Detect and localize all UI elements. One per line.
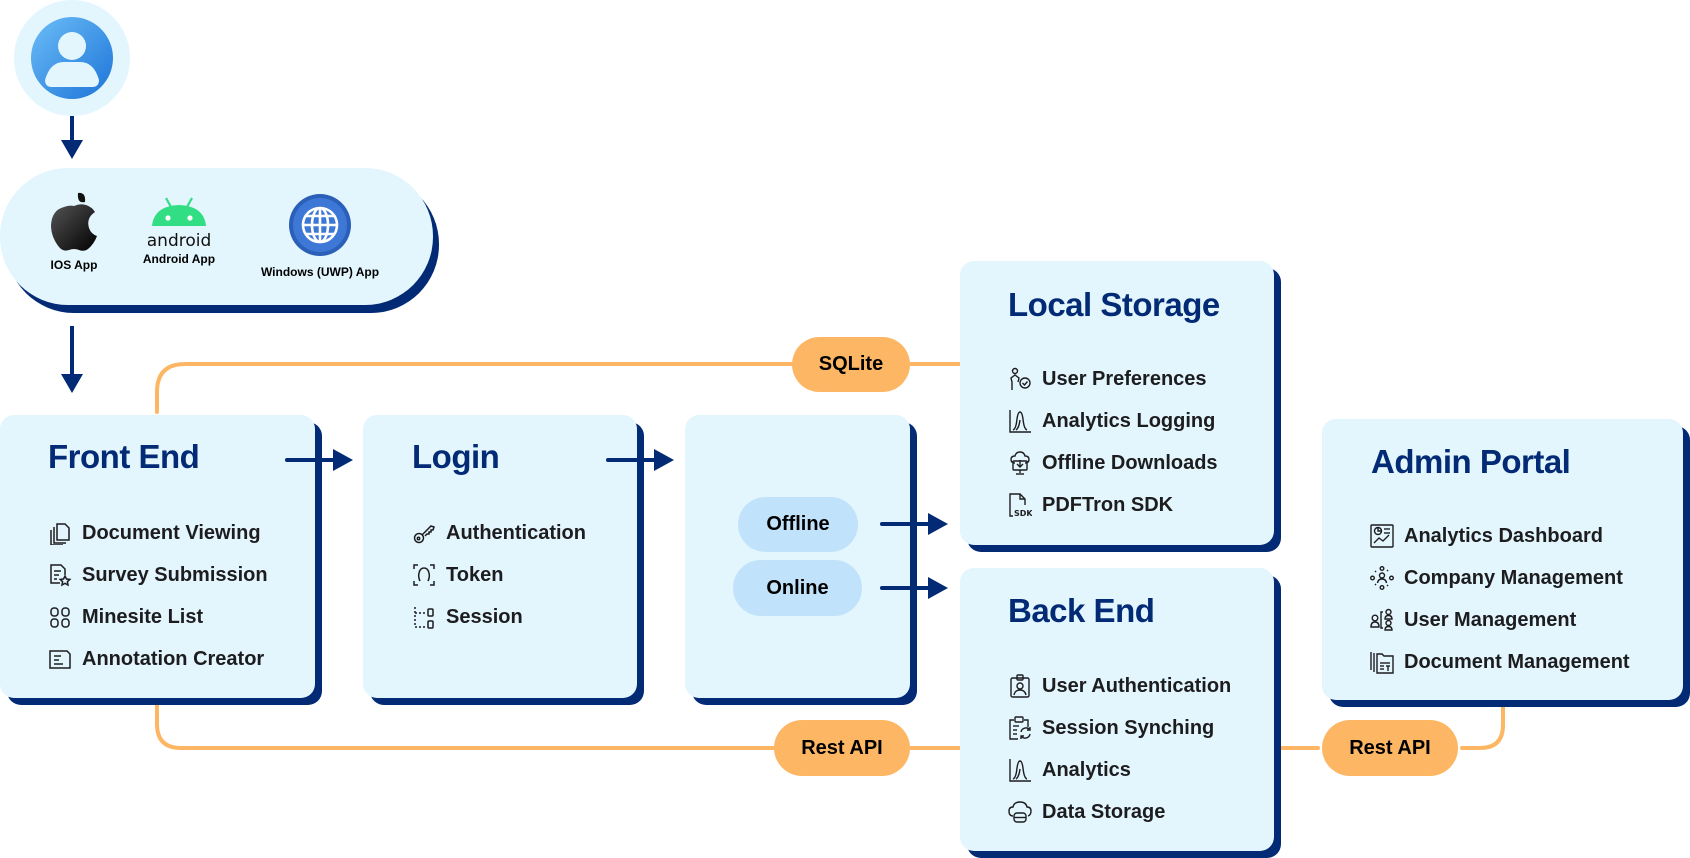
item-label: Document Management — [1404, 650, 1630, 673]
documents-icon — [50, 523, 70, 545]
survey-star-icon — [50, 564, 72, 587]
cloud-download-icon — [1010, 451, 1030, 475]
annotation-icon — [49, 650, 71, 669]
app-label: IOS App — [50, 258, 98, 272]
token-scan-icon — [413, 564, 435, 586]
list-item: Document Management — [1370, 649, 1630, 675]
list-item: Token — [412, 562, 503, 588]
back-end-panel: Back End User Authentication Session Syn… — [960, 568, 1274, 851]
sdk-file-icon: SDK — [1009, 493, 1032, 517]
admin-portal-title: Admin Portal — [1371, 443, 1571, 480]
online-mode-pill[interactable]: Online — [733, 560, 862, 616]
admin-portal-panel: Admin Portal Analytics Dashboard Company… — [1322, 419, 1683, 700]
arrow-login-to-connectivity — [606, 449, 674, 471]
user-check-icon — [1010, 367, 1031, 390]
item-label: User Authentication — [1042, 674, 1232, 697]
dashboard-icon — [1370, 524, 1394, 548]
item-label: Document Viewing — [82, 521, 261, 544]
list-item: Session Synching — [1008, 715, 1214, 741]
grid-list-icon — [50, 607, 70, 628]
users-icon — [1370, 608, 1393, 631]
list-item: Session — [412, 604, 523, 630]
key-icon — [413, 525, 435, 544]
distribution-chart-icon — [1009, 759, 1031, 782]
list-item: Company Management — [1370, 565, 1623, 591]
list-item: Minesite List — [48, 604, 203, 630]
apps-panel: IOS App android Android App Windows ( — [0, 168, 433, 305]
list-item: User Management — [1370, 607, 1576, 633]
arrow-user-to-apps — [61, 116, 83, 159]
rest-api-left-pill: Rest API — [774, 720, 910, 776]
app-windows-uwp[interactable]: Windows (UWP) App — [255, 193, 385, 279]
connectivity-panel: Offline Online — [685, 415, 910, 698]
app-label: Windows (UWP) App — [260, 265, 380, 279]
svg-text:SDK: SDK — [1014, 509, 1032, 517]
item-label: Offline Downloads — [1042, 451, 1218, 474]
cloud-storage-icon — [1008, 801, 1032, 823]
item-label: Analytics Logging — [1042, 409, 1216, 432]
item-label: Annotation Creator — [82, 647, 265, 670]
distribution-chart-icon — [1009, 410, 1031, 433]
list-item: Analytics Logging — [1008, 408, 1215, 434]
list-item: Analytics Dashboard — [1370, 523, 1603, 549]
user-avatar-icon — [14, 0, 130, 116]
session-tree-icon — [414, 607, 434, 629]
app-android[interactable]: android Android App — [142, 196, 216, 266]
item-label: Survey Submission — [82, 563, 268, 586]
local-storage-title: Local Storage — [1008, 286, 1220, 323]
android-icon: android — [148, 197, 210, 250]
app-ios[interactable]: IOS App — [44, 190, 104, 272]
item-label: PDFTron SDK — [1042, 493, 1174, 516]
arrow-frontend-to-login — [285, 449, 353, 471]
item-label: Minesite List — [82, 605, 204, 628]
login-title: Login — [412, 438, 500, 475]
item-label: Authentication — [446, 521, 586, 544]
clipboard-sync-icon — [1009, 716, 1031, 740]
apple-icon — [51, 192, 97, 251]
item-label: Analytics Dashboard — [1404, 524, 1603, 547]
app-label: Android App — [142, 252, 216, 266]
company-network-icon — [1370, 566, 1394, 590]
arrow-online-to-back-end — [880, 577, 948, 599]
arrow-offline-to-local-storage — [880, 513, 948, 535]
list-item: Annotation Creator — [48, 646, 264, 672]
list-item: Document Viewing — [48, 520, 261, 546]
item-label: User Preferences — [1042, 367, 1207, 390]
offline-mode-pill[interactable]: Offline — [738, 497, 858, 552]
globe-icon — [289, 194, 351, 256]
item-label: Analytics — [1042, 758, 1131, 781]
id-badge-icon — [1010, 674, 1030, 698]
rest-api-right-pill: Rest API — [1322, 720, 1458, 776]
item-label: Session Synching — [1042, 716, 1215, 739]
login-panel: Login Authentication Token Session — [363, 415, 637, 698]
item-label: Company Management — [1404, 566, 1623, 589]
front-end-title: Front End — [48, 438, 200, 475]
user-avatar — [14, 0, 130, 116]
sqlite-connector-line — [155, 362, 794, 414]
item-label: User Management — [1404, 608, 1577, 631]
list-item: Analytics — [1008, 757, 1131, 783]
list-item: SDK PDFTron SDK — [1008, 492, 1173, 518]
list-item: Authentication — [412, 520, 586, 546]
back-end-title: Back End — [1008, 592, 1155, 629]
sqlite-connector-pill: SQLite — [792, 337, 910, 392]
folder-docs-icon — [1370, 652, 1394, 674]
list-item: User Authentication — [1008, 673, 1231, 699]
rest-api-left-connector-line — [155, 701, 776, 750]
item-label: Token — [446, 563, 504, 586]
item-label: Data Storage — [1042, 800, 1166, 823]
list-item: Data Storage — [1008, 799, 1165, 825]
list-item: Offline Downloads — [1008, 450, 1218, 476]
list-item: User Preferences — [1008, 366, 1207, 392]
arrow-apps-to-frontend — [61, 326, 83, 393]
item-label: Session — [446, 605, 523, 628]
local-storage-panel: Local Storage User Preferences Analytics… — [960, 261, 1274, 545]
rest-api-right-connector-line — [1460, 704, 1505, 750]
list-item: Survey Submission — [48, 562, 268, 588]
front-end-panel: Front End Document Viewing Survey Submis… — [0, 415, 315, 698]
android-wordmark: android — [148, 231, 210, 250]
